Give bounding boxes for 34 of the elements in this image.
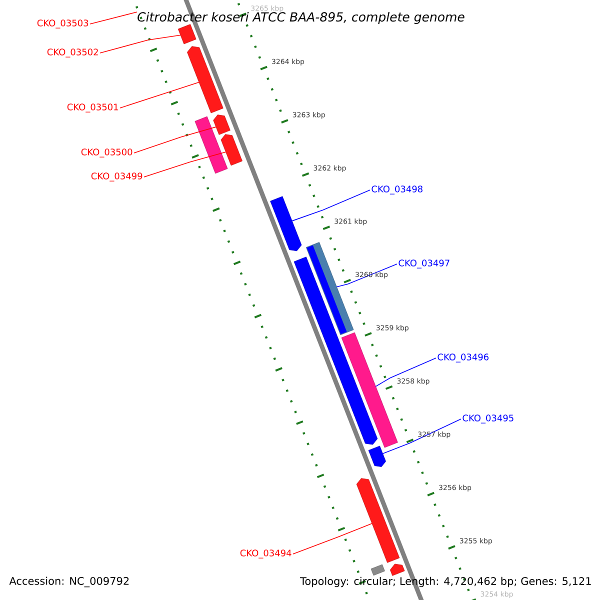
- gene-label: CKO_03498: [372, 186, 422, 194]
- leader-line: [375, 358, 436, 387]
- leader-line: [134, 126, 216, 154]
- leader-line: [292, 523, 372, 554]
- gene-label: CKO_03496: [438, 354, 489, 362]
- gene-feature: [370, 564, 385, 576]
- gene-feature: [220, 134, 242, 166]
- gene-feature: [213, 114, 230, 135]
- gene-label: CKO_03501: [67, 104, 118, 112]
- gene-label: CKO_03497: [398, 260, 450, 268]
- gene-label: CKO_03500: [81, 148, 132, 158]
- leader-line: [144, 152, 226, 178]
- gene-feature: [194, 116, 228, 174]
- gene-label: CKO_03494: [240, 550, 292, 558]
- leader-line: [292, 190, 370, 222]
- gene-feature: [341, 332, 398, 448]
- leader-line: [100, 34, 181, 54]
- gene-feature: [270, 196, 302, 252]
- gene-feature: [390, 564, 405, 576]
- gene-label: CKO_03503: [37, 20, 88, 28]
- leader-line: [90, 12, 138, 24]
- gene-feature: [356, 478, 400, 563]
- gene-label: CKO_03499: [91, 172, 142, 182]
- footer-text: Topology: circular; Length: 4,720,462 bp; Genes: 5,121: [300, 576, 591, 588]
- gene-label: CKO_03502: [47, 48, 98, 58]
- footer-text: Accession: NC_009792: [9, 576, 129, 588]
- gene-feature: [178, 24, 196, 44]
- leader-line: [120, 82, 200, 108]
- leader-line: [336, 264, 398, 288]
- leader-line: [382, 418, 462, 454]
- gene-feature: [187, 46, 224, 114]
- gene-feature: [368, 446, 386, 467]
- gene-label: CKO_03495: [462, 414, 514, 424]
- title: Citrobacter koseri ATCC BAA-895, complete genome: [138, 12, 464, 24]
